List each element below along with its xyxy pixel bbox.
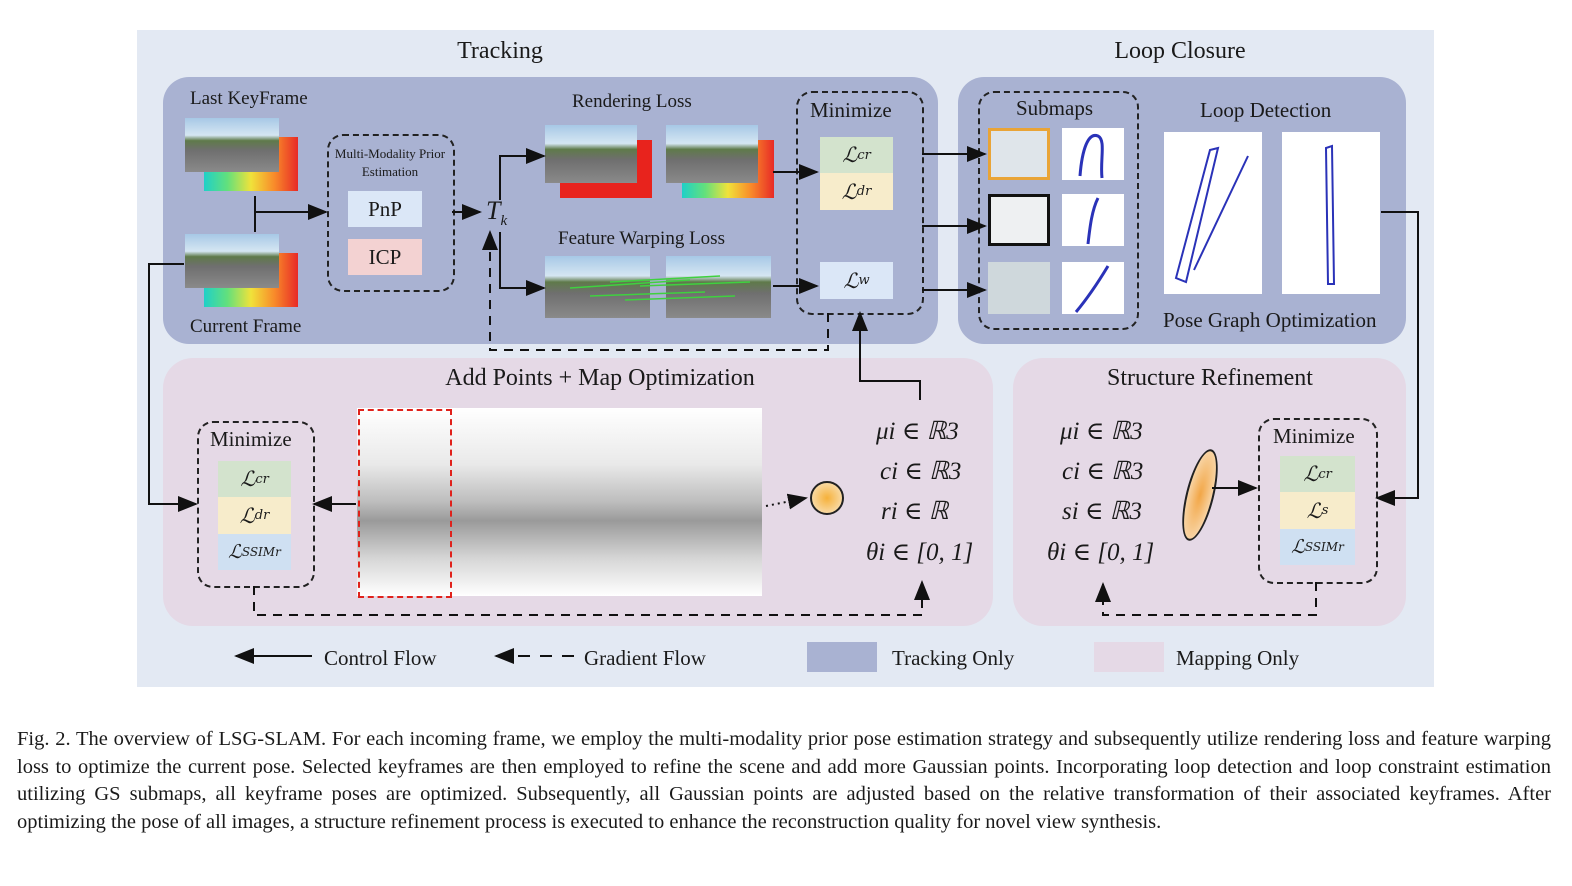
mapping-param-radius: ri ∈ ℝ [881,498,949,525]
icp-box: ICP [348,239,422,275]
rendered-color-image-2 [666,125,758,183]
rendering-loss-label: Rendering Loss [572,91,692,112]
structure-minimize-label: Minimize [1273,424,1355,448]
submap-thumb-3 [988,262,1050,314]
loop-trajectory-after [1282,132,1380,294]
tracking-minimize-label: Minimize [810,98,892,122]
tracking-title: Tracking [457,38,543,64]
last-keyframe-image [185,118,279,172]
submap-traj-2 [1062,194,1124,246]
warp-source-image [545,256,650,318]
loop-detection-label: Loop Detection [1200,98,1332,122]
point-cloud-image [357,408,762,596]
submap-thumb-2 [988,194,1050,246]
structure-param-color: ci ∈ ℝ3 [1062,458,1144,485]
rendered-color-image [545,125,637,183]
submap-thumb-1 [988,128,1050,180]
gaussian-point-icon [810,481,844,515]
structure-param-scale: si ∈ ℝ3 [1062,498,1142,525]
structure-param-opacity: θi ∈ [0, 1] [1047,539,1155,566]
figure-caption: Fig. 2. The overview of LSG-SLAM. For ea… [17,728,1551,833]
current-frame-label: Current Frame [190,316,302,337]
loop-closure-title: Loop Closure [1114,38,1246,64]
prior-estimation-title: Multi-Modality Prior Estimation [334,146,446,179]
pnp-box: PnP [348,191,422,227]
legend-tracking-only-label: Tracking Only [892,646,1015,670]
legend-mapping-swatch [1094,642,1164,672]
mapping-param-opacity: θi ∈ [0, 1] [866,539,974,566]
new-region-highlight [358,409,452,598]
mapping-minimize-label: Minimize [210,427,292,451]
add-points-title: Add Points + Map Optimization [445,365,755,391]
last-keyframe-label: Last KeyFrame [190,88,308,109]
pose-graph-label: Pose Graph Optimization [1163,308,1377,332]
structure-refinement-title: Structure Refinement [1107,365,1313,391]
legend-gradient-flow-label: Gradient Flow [584,646,706,670]
current-frame-image [185,234,279,288]
structure-param-mean: μi ∈ ℝ3 [1060,418,1143,445]
legend-tracking-swatch [807,642,877,672]
pose-symbol: Tk [486,196,508,230]
mapping-param-mean: μi ∈ ℝ3 [876,418,959,445]
legend-control-flow-label: Control Flow [324,646,437,670]
submaps-label: Submaps [1016,96,1094,120]
mapping-param-color: ci ∈ ℝ3 [880,458,962,485]
warp-target-image [666,256,771,318]
submaps-box [978,91,1139,330]
legend-mapping-only-label: Mapping Only [1176,646,1300,670]
feature-warping-loss-label: Feature Warping Loss [558,228,725,249]
